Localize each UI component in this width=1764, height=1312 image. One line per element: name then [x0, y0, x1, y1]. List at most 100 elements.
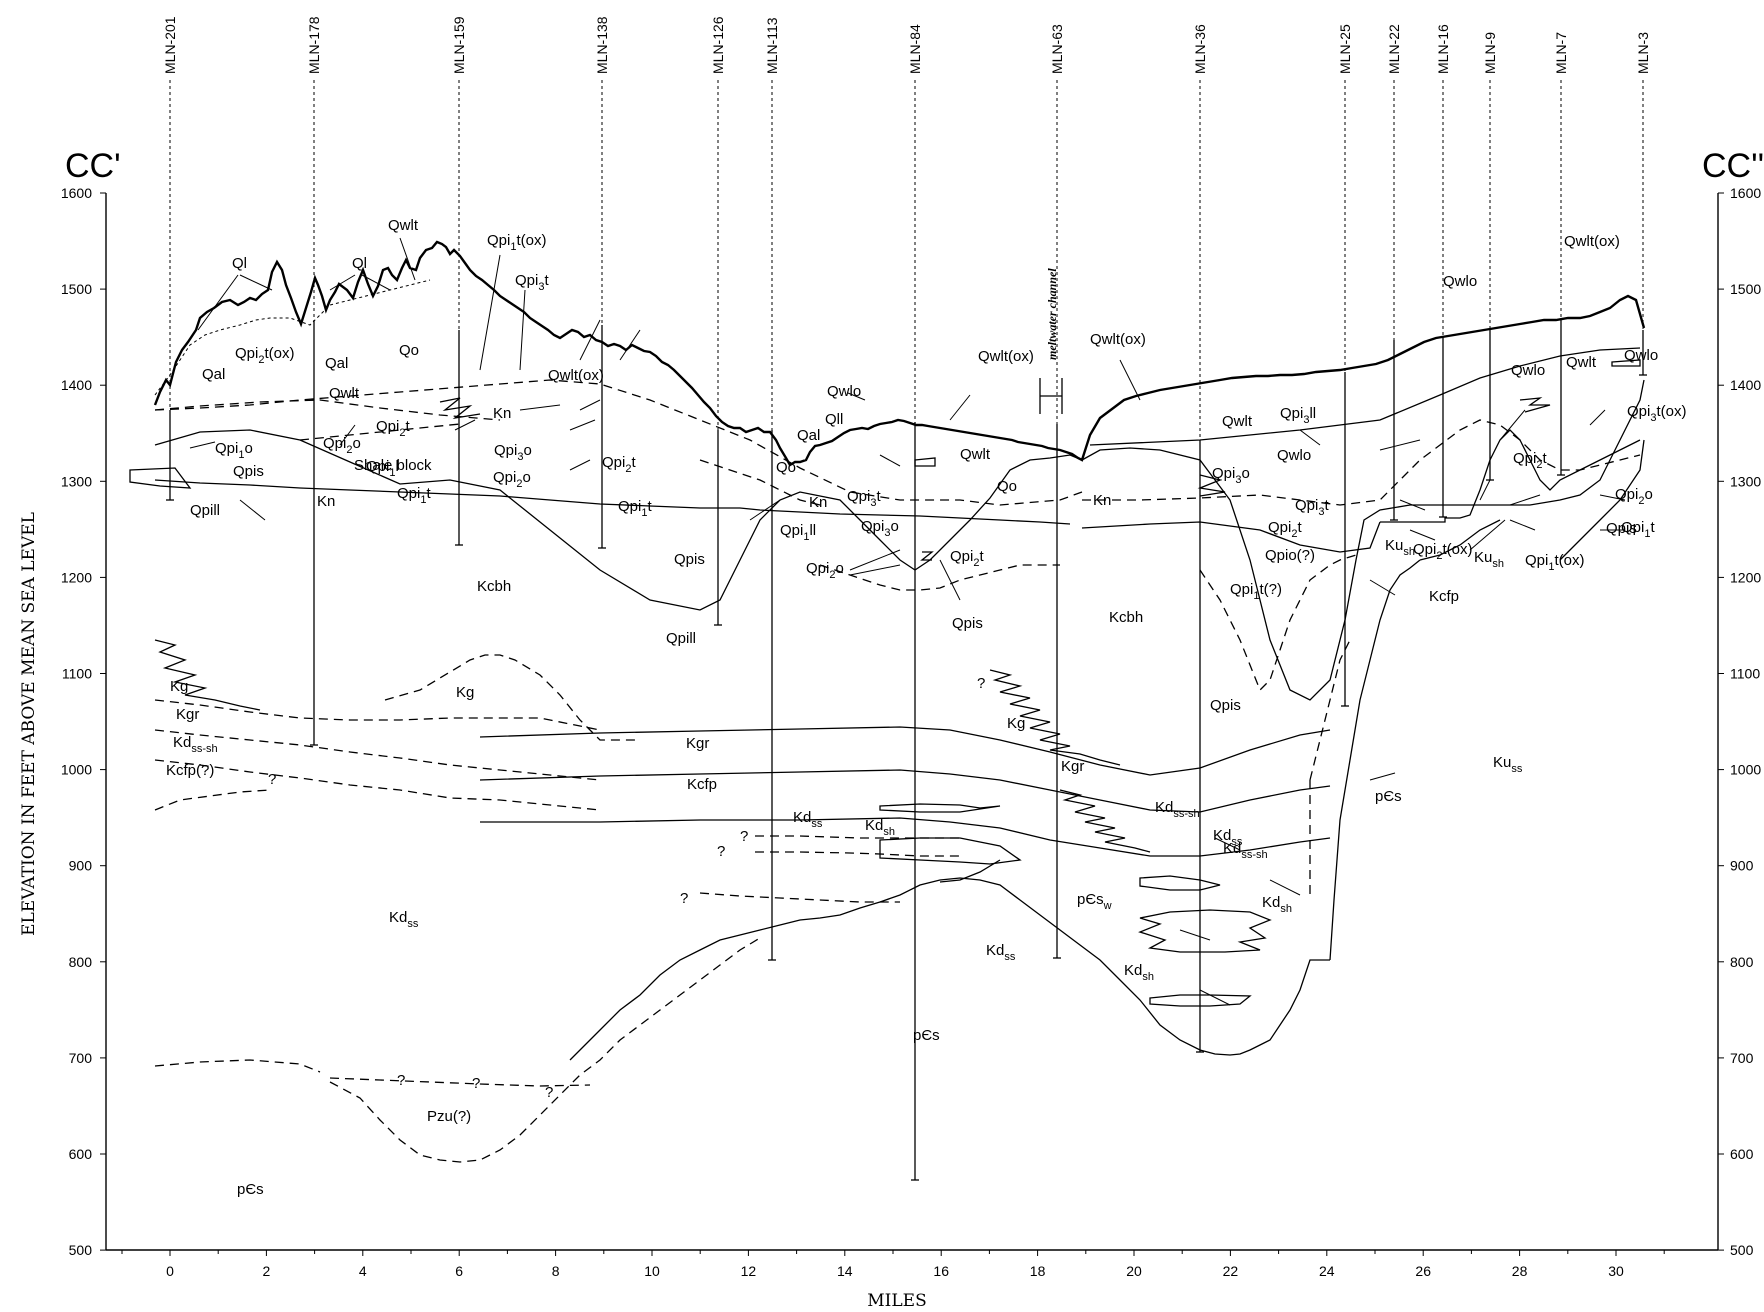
y-tick-label-right: 700 [1730, 1050, 1754, 1066]
unit-label: Qpi3o [494, 442, 532, 463]
unit-label: Qpi1o [215, 440, 253, 461]
y-tick-label-right: 800 [1730, 954, 1754, 970]
y-tick-label-right: 1000 [1730, 762, 1761, 778]
x-tick-label: 16 [933, 1263, 949, 1279]
unit-label: Qpi1t(?) [1230, 581, 1282, 602]
unit-label: Qwlt(ox) [1090, 331, 1146, 348]
unit-label: ? [397, 1072, 405, 1089]
y-axis-title: ELEVATION IN FEET ABOVE MEAN SEA LEVEL [19, 512, 39, 936]
unit-label: Kg [456, 684, 474, 701]
unit-label: Kdsh [1124, 962, 1154, 983]
unit-label: Qpi2t [376, 418, 410, 439]
unit-label: Qwlt [388, 217, 419, 234]
unit-label: Qpi3t(ox) [1627, 403, 1686, 424]
unit-label: Qwlt [329, 385, 360, 402]
x-tick-label: 4 [359, 1263, 367, 1279]
well-label: MLN-113 [764, 17, 780, 74]
x-tick-label: 26 [1415, 1263, 1431, 1279]
meltwater-channel-label: meltwater channel [1045, 268, 1059, 360]
unit-label: Qal [202, 366, 225, 383]
y-tick-label-right: 500 [1730, 1242, 1754, 1258]
unit-label: Qal [325, 355, 348, 372]
unit-label: Qpi3t [515, 272, 549, 293]
well-label: MLN-178 [306, 16, 322, 74]
unit-label: ? [717, 843, 725, 860]
unit-label: Kcfp [1429, 588, 1459, 605]
y-tick-label-left: 600 [69, 1146, 93, 1162]
unit-label: Qpi3ll [1280, 405, 1316, 426]
unit-label: Qwlt [1222, 413, 1253, 430]
unit-label: pЄs [1375, 788, 1402, 805]
well-label: MLN-159 [451, 16, 467, 74]
unit-label: Qpis [233, 463, 264, 480]
unit-label: pЄsw [1077, 891, 1112, 912]
unit-label: pЄs [237, 1181, 264, 1198]
unit-label: Kgr [1061, 758, 1084, 775]
unit-label: Kcbh [477, 578, 511, 595]
unit-label: Qpi1t [618, 498, 652, 519]
y-tick-label-right: 1600 [1730, 185, 1761, 201]
well-label: MLN-9 [1482, 32, 1498, 74]
well-label: MLN-36 [1192, 24, 1208, 74]
solid-contacts [154, 347, 1645, 1061]
well-label: MLN-16 [1435, 24, 1451, 74]
y-tick-label-right: 1400 [1730, 377, 1761, 393]
unit-label: Pzu(?) [427, 1108, 471, 1125]
x-tick-label: 8 [552, 1263, 560, 1279]
unit-label: Kdss [1213, 827, 1243, 848]
x-tick-label: 6 [455, 1263, 463, 1279]
well-label: MLN-138 [594, 16, 610, 74]
y-tick-label-left: 900 [69, 858, 93, 874]
unit-label: ? [680, 890, 688, 907]
unit-label: Kdss [389, 909, 419, 930]
unit-label: Kn [317, 493, 335, 510]
unit-label: Qpis [1606, 520, 1637, 537]
y-tick-label-left: 800 [69, 954, 93, 970]
upper-dotted-contact [154, 279, 431, 396]
unit-label: Kdss [986, 942, 1016, 963]
well-label: MLN-25 [1337, 24, 1353, 74]
x-tick-label: 28 [1512, 1263, 1528, 1279]
unit-label: Qo [776, 459, 796, 476]
unit-label: Qll [825, 411, 843, 428]
unit-label: Qo [399, 342, 419, 359]
meltwater-channel-symbol: meltwater channel [1039, 268, 1063, 414]
unit-label: Qwlo [1624, 347, 1658, 364]
y-tick-label-left: 1200 [61, 569, 92, 585]
unit-label: Qpi2t(ox) [235, 345, 294, 366]
unit-label: Qpis [1210, 697, 1241, 714]
unit-label: Kcfp [687, 776, 717, 793]
unit-label: Kn [493, 405, 511, 422]
y-tick-label-left: 1100 [62, 666, 92, 682]
unit-label: Qpi2t(ox) [1413, 541, 1472, 562]
y-tick-label-right: 1200 [1730, 569, 1761, 585]
unit-label: ? [472, 1075, 480, 1092]
unit-label: Qpill [666, 630, 696, 647]
well-label: MLN-126 [710, 16, 726, 74]
y-tick-label-right: 1300 [1730, 473, 1761, 489]
x-axis-title: MILES [867, 1291, 926, 1311]
unit-label: Kn [1093, 492, 1111, 509]
unit-label: Qpi1t(ox) [487, 232, 546, 253]
x-tick-label: 20 [1126, 1263, 1142, 1279]
x-tick-label: 30 [1608, 1263, 1624, 1279]
x-tick-label: 12 [741, 1263, 757, 1279]
unit-label: Ql [232, 255, 247, 272]
y-tick-label-left: 1300 [61, 473, 92, 489]
y-tick-label-left: 1400 [61, 377, 92, 393]
unit-label: Qpi2t [1513, 450, 1547, 471]
unit-label: Kush [1385, 537, 1415, 558]
x-tick-label: 14 [837, 1263, 853, 1279]
unit-label: ? [740, 828, 748, 845]
x-tick-label: 2 [263, 1263, 271, 1279]
unit-label: Kgr [176, 706, 199, 723]
well-label: MLN-63 [1049, 24, 1065, 74]
well-label: MLN-22 [1386, 24, 1402, 74]
x-tick-label: 18 [1030, 1263, 1046, 1279]
dashed-contacts [154, 379, 1641, 1163]
unit-label: Qpi2t [950, 548, 984, 569]
well-label: MLN-7 [1553, 32, 1569, 74]
unit-label: Kdsh [1262, 894, 1292, 915]
